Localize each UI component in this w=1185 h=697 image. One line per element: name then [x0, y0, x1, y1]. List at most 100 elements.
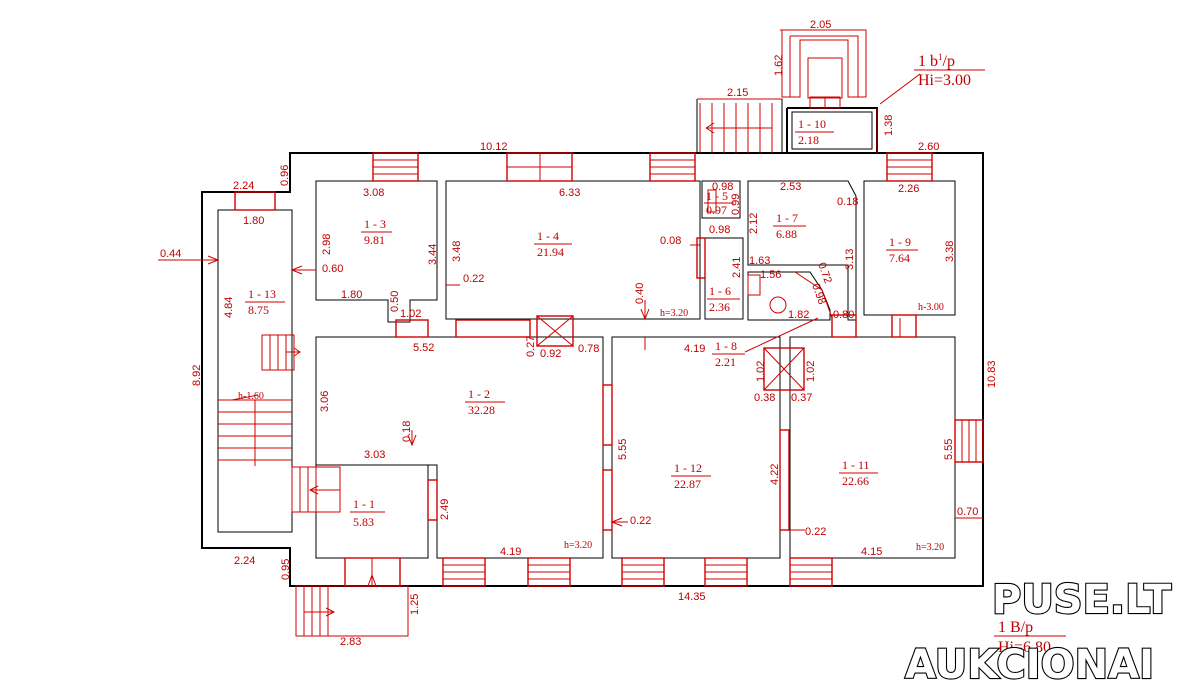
- dim-label: 8.92: [191, 365, 203, 386]
- dim-label: 4.22: [769, 464, 781, 485]
- dim-label: 2.60: [918, 141, 939, 153]
- dim-label: 0.37: [791, 392, 812, 404]
- room-area: 22.66: [842, 474, 869, 488]
- dim-label: 2.98: [321, 234, 333, 255]
- dim-label: 1.02: [755, 361, 767, 382]
- dim-label: 1.38: [883, 115, 895, 136]
- dimension-labels: 2.05 1.62 2.15 1.38 10.12 2.60 0.96 2.24…: [160, 19, 998, 648]
- room-1-7: 1 - 76.88: [773, 211, 806, 241]
- level-tags: 1 b1/p Hi=3.00 1 B/p Hi=6.80: [914, 52, 1066, 656]
- room-id: 1 - 12: [674, 461, 702, 475]
- dim-label: 3.13: [844, 249, 856, 270]
- tag-height: Hi=3.00: [918, 72, 971, 89]
- room-1-12: 1 - 12 22.87: [671, 461, 711, 491]
- dim-label: 3.44: [427, 244, 439, 265]
- windows: [234, 152, 984, 587]
- room-area: 0.97: [706, 203, 727, 217]
- inner-walls: [217, 111, 956, 559]
- dim-label: 0.98: [709, 224, 730, 236]
- dim-label: 4.19: [500, 546, 521, 558]
- dim-label: 0.78: [578, 343, 599, 355]
- room-area: 7.64: [889, 251, 910, 265]
- room-1-2: 1 - 2 32.28: [465, 387, 505, 417]
- room-1-1: 1 - 1 5.83: [350, 497, 385, 529]
- dim-label: 3.06: [319, 391, 331, 412]
- dim-label: 2.41: [731, 257, 743, 278]
- upper-level-tag: 1 b1/p Hi=3.00: [914, 52, 985, 89]
- room-id: 1 - 11: [842, 458, 870, 472]
- tag-text: 1 B/p: [998, 619, 1033, 636]
- sanitary-fixtures: [707, 189, 833, 319]
- room-1-8: 1 - 8 2.21: [712, 339, 745, 369]
- dimension-lines: [158, 29, 983, 531]
- room-id: 1 - 1: [353, 497, 375, 511]
- dim-label: 0.22: [463, 273, 484, 285]
- tag-height: Hi=6.80: [998, 639, 1051, 656]
- dim-label: 0.44: [160, 248, 181, 260]
- dim-label: 10.12: [480, 141, 508, 153]
- dim-label: 1.02: [400, 308, 421, 320]
- room-1-9: 1 - 9 7.64: [886, 235, 918, 265]
- dim-label: 10.83: [986, 360, 998, 388]
- room-area: 2.21: [715, 355, 736, 369]
- stairs: [218, 29, 867, 637]
- dim-label: 0.95: [280, 559, 292, 580]
- dim-label: 4.19: [684, 343, 705, 355]
- dim-label: 1.63: [749, 255, 770, 267]
- tag-suffix: /p: [943, 53, 955, 70]
- dim-label: 2.24: [234, 555, 255, 567]
- room-id: 1 - 3: [364, 217, 386, 231]
- dim-label: 1.82: [788, 309, 809, 321]
- dim-label: 0.98: [712, 181, 733, 193]
- room-1-6: 1 - 62.36: [707, 284, 740, 314]
- dim-label: 5.55: [617, 439, 629, 460]
- height-label: h=3.20: [564, 540, 592, 551]
- dim-label: 0.92: [540, 348, 561, 360]
- room-area: 5.83: [353, 515, 374, 529]
- room-area: 32.28: [468, 403, 495, 417]
- watermark-line2: AUKCIONAI: [905, 642, 1154, 688]
- height-label: h=3.20: [916, 542, 944, 553]
- dim-label: 3.03: [364, 449, 385, 461]
- room-area: 22.87: [674, 477, 701, 491]
- dim-label: 2.15: [727, 87, 748, 99]
- room-id: 1 - 2: [468, 387, 490, 401]
- dim-label: 3.08: [363, 187, 384, 199]
- height-label: h-3.00: [918, 302, 944, 313]
- room-id: 1 - 8: [715, 339, 737, 353]
- dim-label: 1.62: [773, 55, 785, 76]
- dim-label: 1.80: [243, 215, 264, 227]
- tag-text: 1 b: [918, 53, 938, 70]
- svg-text:1 b1/p: 1 b1/p: [918, 52, 955, 70]
- dim-label: 5.52: [413, 342, 434, 354]
- watermark: PUSE.LT AUKCIONAI: [904, 576, 1173, 689]
- room-area: 6.88: [776, 227, 797, 241]
- dim-label: 0.98: [809, 282, 828, 306]
- room-labels: 1 - 1 5.83 1 - 2 32.28 1 - 3 9.81 1 - 421.9…: [245, 117, 918, 529]
- dim-label: 0.99: [730, 194, 742, 215]
- watermark-line1: PUSE.LT: [992, 577, 1172, 623]
- dim-label: 4.84: [223, 297, 235, 318]
- height-label: h-1.60: [238, 391, 264, 402]
- dim-label: 0.80: [833, 309, 854, 321]
- dim-label: 5.55: [943, 439, 955, 460]
- height-labels: h-1.60 h=3.20 h-3.00 h=3.20 h=3.20: [238, 302, 944, 553]
- dim-label: 2.49: [439, 499, 451, 520]
- room-id: 1 - 9: [889, 235, 911, 249]
- dim-label: 0.40: [634, 283, 646, 304]
- dim-label: 1.02: [805, 361, 817, 382]
- dim-label: 0.27: [525, 336, 537, 357]
- room-1-13: 1 - 138.75: [245, 287, 285, 317]
- dim-label: 1.25: [409, 594, 421, 615]
- room-area: 9.81: [364, 233, 385, 247]
- room-area: 8.75: [248, 303, 269, 317]
- room-area: 2.18: [798, 133, 819, 147]
- room-id: 1 - 6: [709, 284, 731, 298]
- dim-label: 0.60: [322, 263, 343, 275]
- room-1-4: 1 - 421.94: [534, 229, 572, 259]
- lower-level-tag: 1 B/p Hi=6.80: [994, 619, 1066, 656]
- room-area: 21.94: [537, 245, 564, 259]
- dim-label: 2.26: [898, 183, 919, 195]
